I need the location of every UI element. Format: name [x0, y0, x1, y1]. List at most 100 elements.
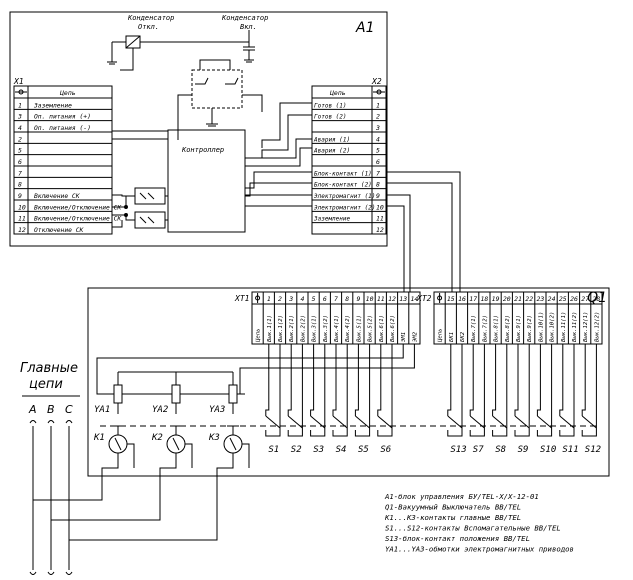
x2-row-label: Блок-контакт (1): [314, 170, 372, 177]
x2-row-label: Авария (1): [313, 136, 350, 143]
switch-s9: S9: [518, 445, 529, 455]
optocoupler-icon: [135, 188, 165, 228]
a1-label: A1: [355, 20, 374, 36]
legend-line: S1...S12-контакты Вспомагательные BB/TEL: [385, 524, 561, 533]
xt2-num: 26: [570, 295, 578, 303]
switch-s8: S8: [495, 445, 506, 455]
x2-row-label: Готов (2): [314, 114, 347, 121]
xt1-label: XT1: [234, 294, 249, 303]
x1-row-num: 9: [18, 192, 22, 200]
xt1-num: 9: [356, 295, 360, 303]
switch-s12: S12: [585, 445, 601, 455]
xt2-col-label: Вык.8(2): [505, 315, 511, 342]
x2-row-num: 3: [375, 124, 380, 132]
x2-row-label: Электромагнит (1): [314, 193, 375, 200]
x1-row-label: Оп. питания (+): [34, 114, 91, 121]
xt2-col-label: БК2: [460, 331, 466, 342]
x2-row-num: 9: [376, 192, 380, 200]
x1-row-num: 8: [18, 181, 22, 189]
xt1-col-label: Вык.2(2): [300, 315, 306, 342]
xt1-col-label: Вык.5(1): [356, 315, 362, 342]
xt2-num: 23: [536, 295, 544, 303]
contact-k2: K2: [151, 433, 163, 443]
switch-s11: S11: [562, 445, 578, 455]
switch-s10: S10: [540, 445, 556, 455]
xt2-num: 28: [592, 295, 600, 303]
xt2-col-label: Вык.7(1): [471, 315, 477, 342]
controller-label: Контроллер: [181, 146, 224, 154]
x1-row-label: Заземление: [33, 102, 72, 109]
coil-icon: [172, 385, 180, 403]
xt2-col-label: БК1: [449, 332, 455, 342]
xt1-col-label: Вык.1(2): [278, 315, 284, 342]
phase-a: A: [28, 403, 37, 416]
power-converter-icon: [126, 36, 140, 48]
xt1-num: 13: [399, 295, 407, 303]
legend-line: K1...K3-контакты главные BB/TEL: [384, 513, 521, 522]
switch-s2: S2: [291, 445, 302, 455]
xt1-col-label: Вык.1(1): [267, 315, 273, 342]
x2-row-label: Заземление: [313, 216, 351, 223]
xt1-col-label: ЭМ1: [401, 332, 407, 342]
xt1-col-label: Вык.5(2): [368, 315, 374, 342]
switch-s13: S13: [450, 445, 466, 455]
phase-b: B: [47, 403, 55, 416]
xt2-num: 25: [559, 295, 567, 303]
xt2-num: 20: [503, 295, 511, 303]
xt2-col-label: Вык.9(2): [527, 315, 533, 342]
x2-row-num: 1: [376, 101, 380, 109]
coil-icon: [229, 385, 237, 403]
xt2-num: 27: [581, 295, 589, 303]
x1-row-label: Включение CK: [34, 193, 81, 200]
xt2-num: 17: [469, 295, 477, 303]
xt2-col-label: Вык.11(1): [561, 312, 567, 342]
x1-row-num: 4: [18, 124, 22, 132]
x1-row-num: 3: [17, 113, 22, 121]
q1-frame: [88, 288, 609, 476]
switch-s4: S4: [336, 445, 347, 455]
x1-row-num: 11: [18, 215, 26, 223]
xt2-col-label: Вык.9(1): [516, 315, 522, 342]
coil-ya1: YA1: [94, 405, 110, 415]
xt1-num: 5: [312, 295, 316, 303]
x2-row-num: 2: [376, 113, 380, 121]
x1-row-num: 6: [18, 158, 22, 166]
xt2-num: 18: [480, 295, 488, 303]
xt1-num: 7: [334, 295, 338, 303]
xt2-col-label: Вык.8(1): [494, 315, 500, 342]
legend-line: Q1-Вакуумный Выключатель BB/TEL: [385, 503, 521, 512]
xt2-num: 24: [548, 295, 556, 303]
relay-contacts-group: [178, 60, 262, 140]
cap-open-label-2: Откл.: [138, 23, 159, 31]
x2-row-num: 4: [376, 135, 380, 143]
x1-row-num: 12: [18, 226, 26, 234]
xt2-label: XT2: [416, 294, 432, 303]
xt2-num: 16: [458, 295, 466, 303]
x2-row-num: 8: [376, 181, 380, 189]
x2-row-num: 7: [376, 169, 380, 177]
xt1-col-label: Вык.6(2): [390, 315, 396, 342]
xt2-col-label: Вык.10(1): [538, 312, 544, 342]
x2-row-num: 11: [376, 215, 384, 223]
xt2-num: 15: [447, 295, 455, 303]
xt1-num: 11: [377, 295, 385, 303]
cap-close-label-2: Вкл.: [240, 23, 257, 31]
xt1-num: 1: [267, 295, 271, 303]
xt2-col-label: Вык.12(2): [594, 312, 600, 342]
x2-row-label: Авария (2): [313, 148, 350, 155]
contact-k3: K3: [208, 433, 220, 443]
xt1-num: 4: [300, 295, 304, 303]
legend-line: A1-блок управления БУ/TEL-Х/Х-12-01: [384, 492, 539, 501]
x1-row-num: 7: [18, 169, 22, 177]
x1-row-label: Оп. питания (-): [34, 125, 91, 132]
x2-row-num: 10: [376, 203, 384, 211]
xt1-col-label: ЭМ2: [412, 331, 418, 342]
xt2-num: 21: [514, 295, 522, 303]
phase-c: C: [65, 403, 73, 416]
switch-s6: S6: [380, 445, 391, 455]
xt1-col-label: Вык.2(1): [289, 315, 295, 342]
x2-label: X2: [371, 77, 382, 86]
